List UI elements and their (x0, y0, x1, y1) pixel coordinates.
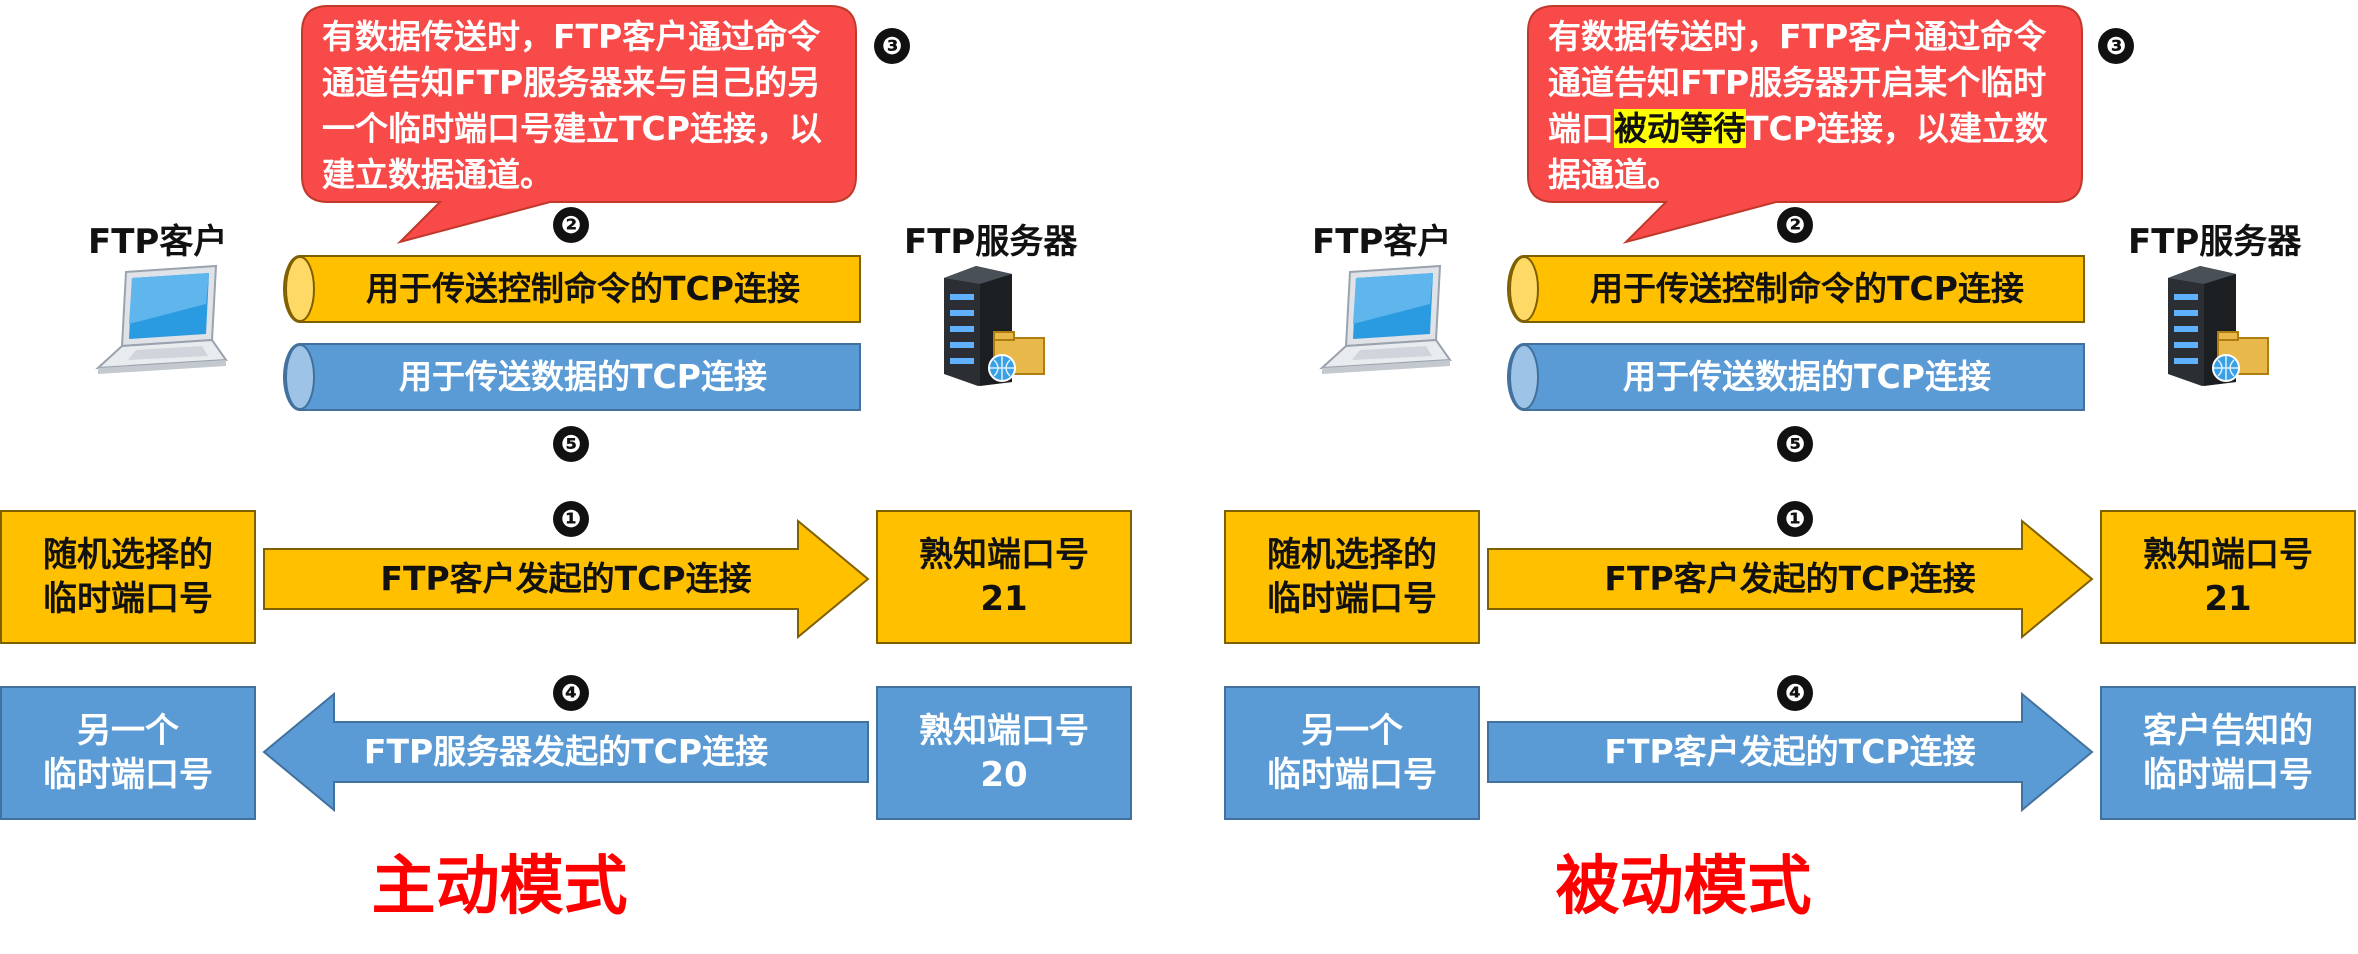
server-well-known-port-20-box: 熟知端口号 20 (876, 686, 1132, 820)
client-label: FTP客户 (88, 222, 228, 262)
client-initiated-data-arrow: FTP客户发起的TCP连接 (1486, 692, 2094, 812)
server-icon (944, 266, 1045, 386)
client-initiated-arrow: FTP客户发起的TCP连接 (262, 519, 870, 639)
server-initiated-arrow-label: FTP服务器发起的TCP连接 (363, 732, 769, 771)
step-5-badge: ❺ (1777, 426, 1813, 462)
callout-text-before: 有数据传送时，FTP客户通过命令通道告知FTP服务器开启某个临时端口 (1548, 17, 2047, 148)
client-initiated-arrow-label: FTP客户发起的TCP连接 (380, 559, 752, 598)
step-2-badge: ❷ (1777, 207, 1813, 243)
step-3-badge: ❸ (2098, 28, 2134, 64)
client-initiated-arrow: FTP客户发起的TCP连接 (1486, 519, 2094, 639)
client-another-port-box: 另一个 临时端口号 (0, 686, 256, 820)
mode-title: 主动模式 (371, 850, 628, 924)
step-5-badge: ❺ (553, 426, 589, 462)
client-initiated-data-arrow-label: FTP客户发起的TCP连接 (1604, 732, 1976, 771)
step-4-badge: ❹ (553, 675, 589, 711)
callout-text: 有数据传送时，FTP客户通过命令通道告知FTP服务器开启某个临时端口被动等待TC… (1548, 14, 2068, 198)
callout-text: 有数据传送时，FTP客户通过命令通道告知FTP服务器来与自己的另一个临时端口号建… (322, 17, 822, 194)
client-another-port-box: 另一个 临时端口号 (1224, 686, 1480, 820)
control-pipe-label: 用于传送控制命令的TCP连接 (366, 269, 800, 308)
laptop-icon (1319, 264, 1452, 374)
mode-title: 被动模式 (1555, 850, 1812, 924)
control-connection-pipe: 用于传送控制命令的TCP连接 (282, 254, 862, 324)
server-icon (2168, 266, 2269, 386)
client-random-port-box: 随机选择的 临时端口号 (1224, 510, 1480, 644)
active-mode-panel: 有数据传送时，FTP客户通过命令通道告知FTP服务器来与自己的另一个临时端口号建… (0, 4, 1132, 924)
step-4-badge: ❹ (1777, 675, 1813, 711)
control-connection-pipe: 用于传送控制命令的TCP连接 (1506, 254, 2086, 324)
step-1-badge: ❶ (1777, 501, 1813, 537)
data-pipe-label: 用于传送数据的TCP连接 (1623, 357, 1991, 396)
client-told-temp-port-box: 客户告知的 临时端口号 (2100, 686, 2356, 820)
step-1-badge: ❶ (553, 501, 589, 537)
server-label: FTP服务器 (2128, 222, 2302, 262)
client-label: FTP客户 (1312, 222, 1452, 262)
server-label: FTP服务器 (904, 222, 1078, 262)
callout-text-after: TCP连接，以建立数据通道。 (1548, 109, 2048, 194)
server-well-known-port-21-box: 熟知端口号 21 (2100, 510, 2356, 644)
callout-bubble: 有数据传送时，FTP客户通过命令通道告知FTP服务器来与自己的另一个临时端口号建… (300, 4, 860, 244)
control-pipe-label: 用于传送控制命令的TCP连接 (1590, 269, 2024, 308)
data-pipe-label: 用于传送数据的TCP连接 (399, 357, 767, 396)
passive-mode-panel: 有数据传送时，FTP客户通过命令通道告知FTP服务器开启某个临时端口被动等待TC… (1224, 0, 2358, 954)
laptop-icon (95, 264, 228, 374)
server-well-known-port-21-box: 熟知端口号 21 (876, 510, 1132, 644)
client-random-port-box: 随机选择的 临时端口号 (0, 510, 256, 644)
step-2-badge: ❷ (553, 207, 589, 243)
callout-bubble: 有数据传送时，FTP客户通过命令通道告知FTP服务器开启某个临时端口被动等待TC… (1526, 4, 2086, 244)
server-initiated-arrow: FTP服务器发起的TCP连接 (262, 692, 870, 812)
step-3-badge: ❸ (874, 28, 910, 64)
data-connection-pipe: 用于传送数据的TCP连接 (1506, 342, 2086, 412)
data-connection-pipe: 用于传送数据的TCP连接 (282, 342, 862, 412)
client-initiated-arrow-label: FTP客户发起的TCP连接 (1604, 559, 1976, 598)
callout-highlight: 被动等待 (1614, 109, 1746, 148)
